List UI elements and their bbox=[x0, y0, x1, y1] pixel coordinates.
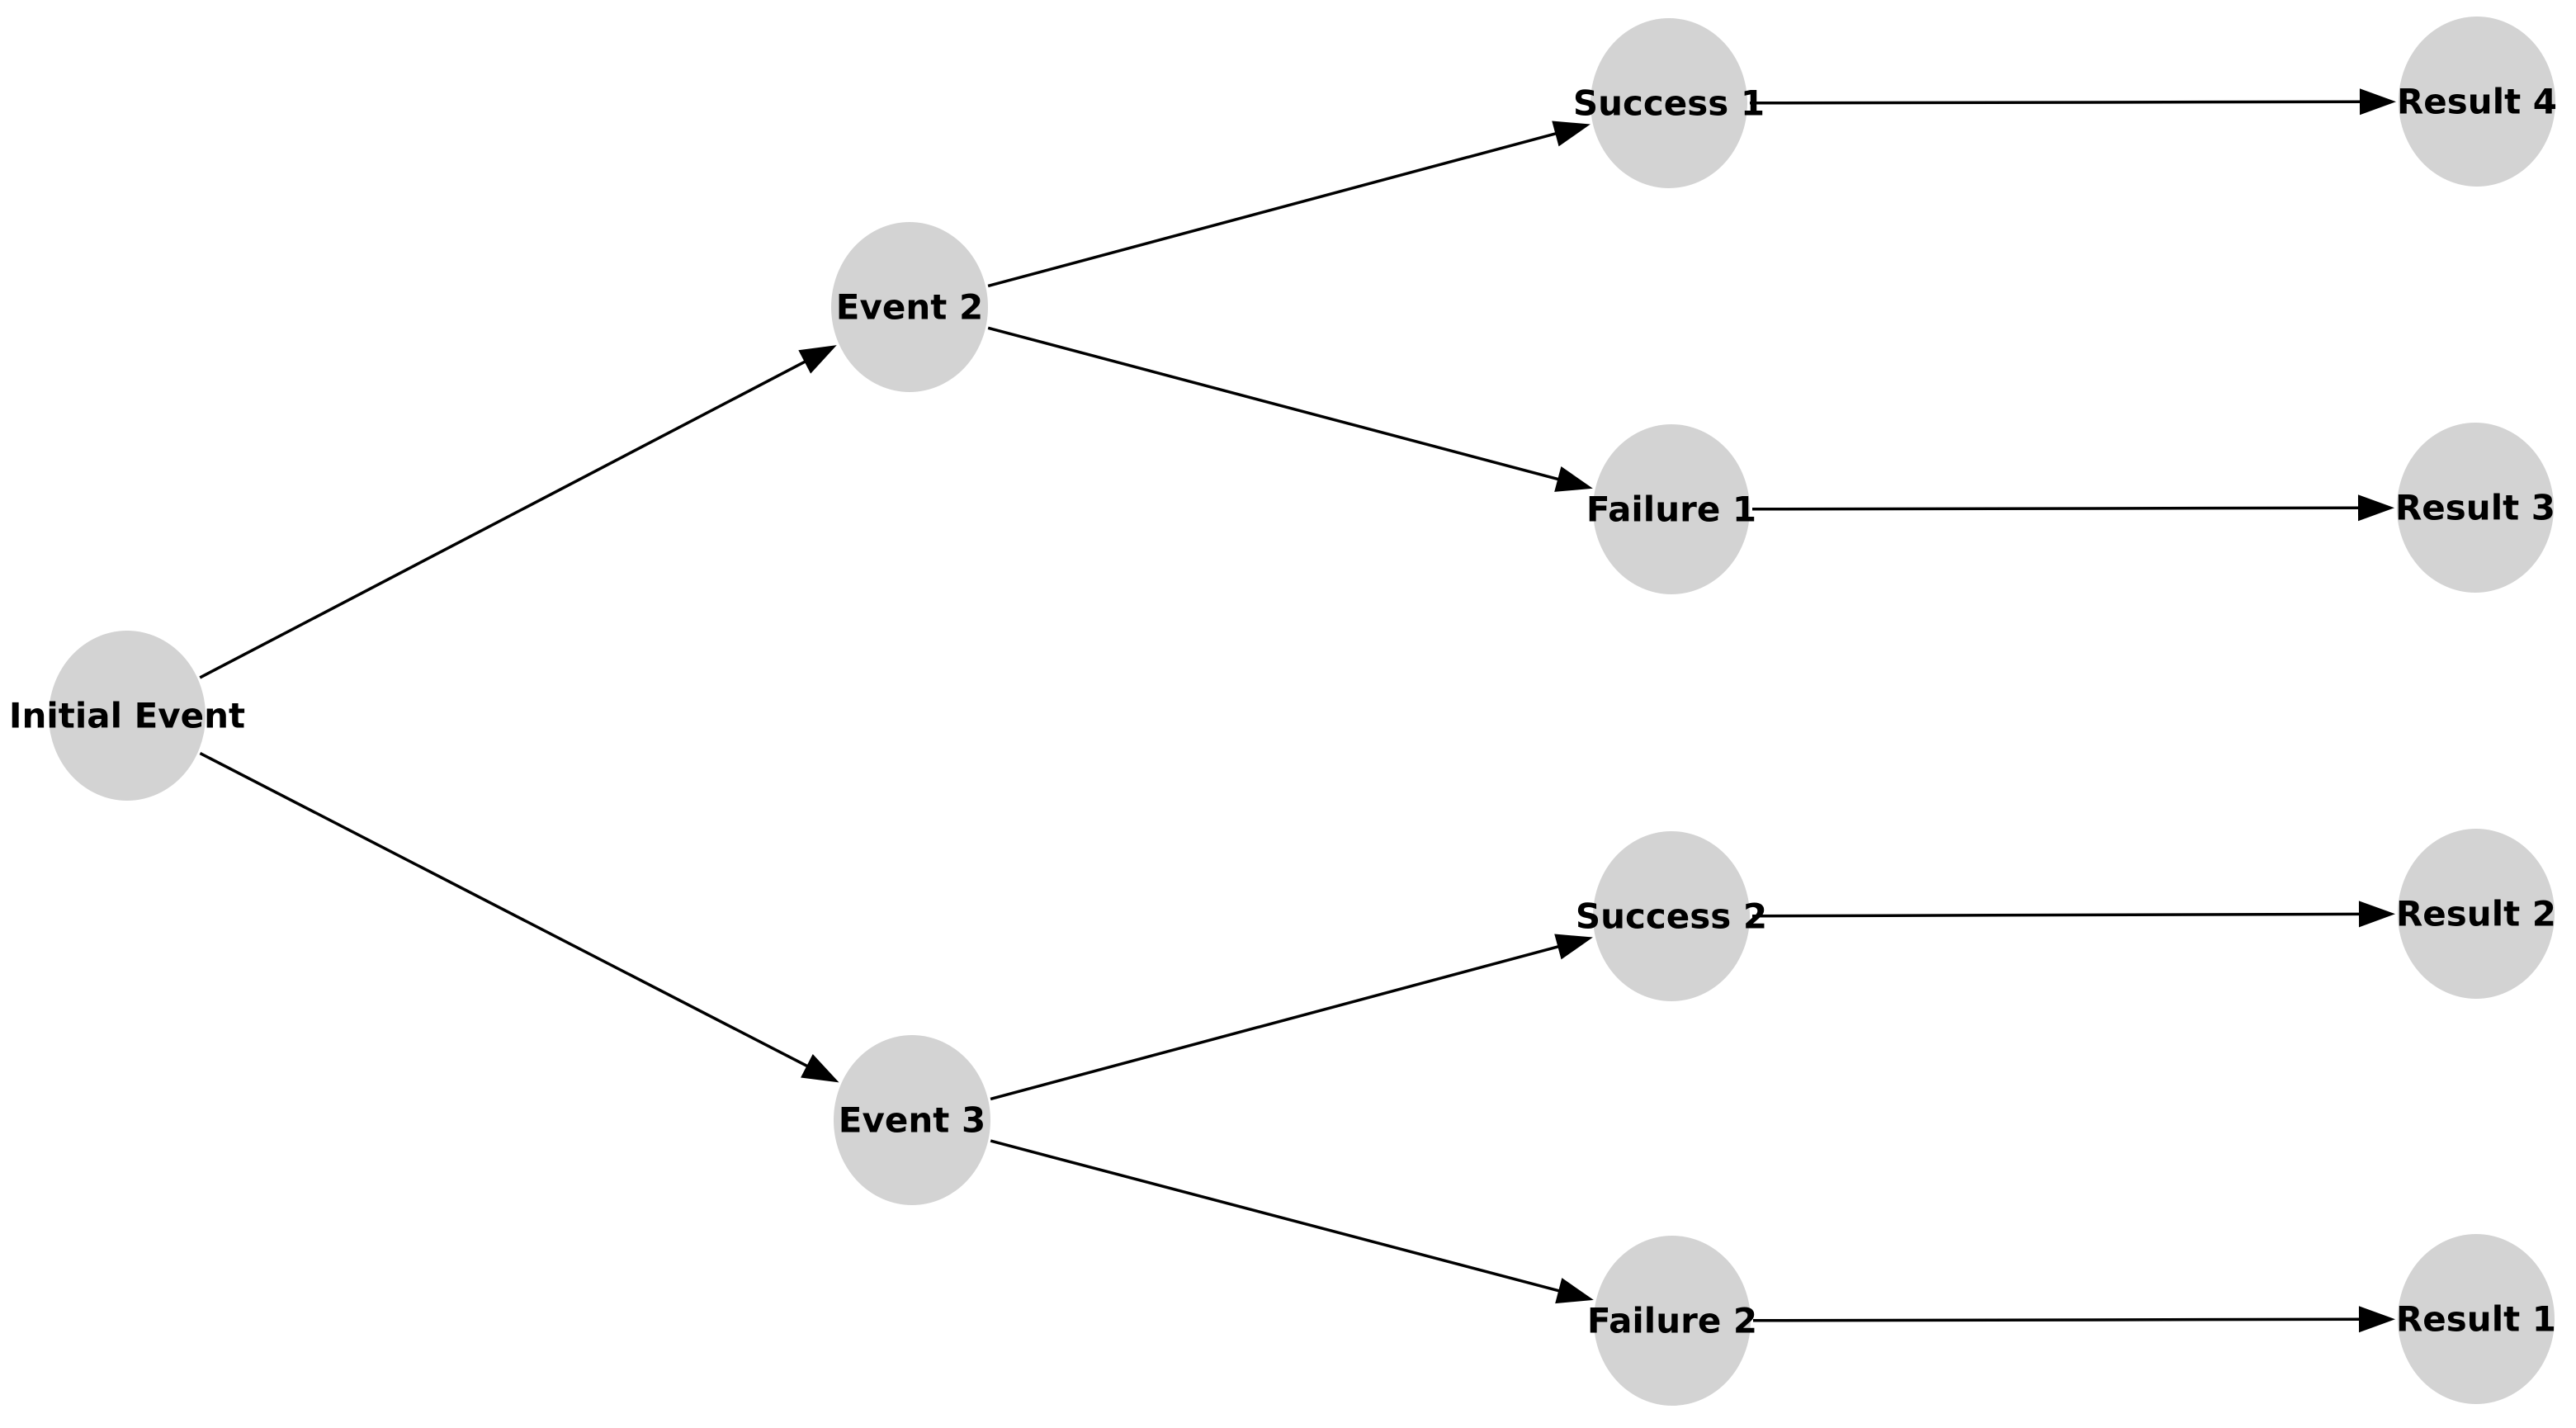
node-success-1 bbox=[1591, 18, 1747, 188]
node-label-result-2: Result 2 bbox=[2396, 894, 2556, 934]
node-label-event-2: Event 2 bbox=[836, 287, 983, 328]
arrowhead-event-3-to-failure-2 bbox=[1555, 1278, 1594, 1304]
edge-event-3-to-failure-2 bbox=[990, 1139, 1562, 1293]
arrowhead-initial-event-to-event-3 bbox=[801, 1054, 839, 1083]
node-success-2 bbox=[1593, 831, 1750, 1001]
node-event-2 bbox=[831, 222, 988, 392]
arrowhead-failure-1-to-result-3 bbox=[2357, 494, 2395, 522]
edge-event-3-to-success-2 bbox=[990, 944, 1562, 1101]
arrowhead-initial-event-to-event-2 bbox=[798, 345, 837, 374]
node-failure-1 bbox=[1593, 424, 1750, 594]
node-label-success-2: Success 2 bbox=[1576, 896, 1767, 937]
edge-success-2-to-result-2 bbox=[1751, 912, 2363, 918]
node-label-failure-1: Failure 1 bbox=[1586, 489, 1756, 530]
node-result-3 bbox=[2397, 423, 2554, 593]
arrowhead-success-2-to-result-2 bbox=[2358, 901, 2396, 928]
arrowhead-event-2-to-failure-1 bbox=[1554, 466, 1593, 492]
node-label-success-1: Success 1 bbox=[1573, 83, 1765, 124]
edge-event-2-to-success-1 bbox=[987, 131, 1559, 288]
edge-failure-2-to-result-1 bbox=[1752, 1317, 2363, 1322]
node-result-2 bbox=[2398, 829, 2555, 999]
edge-success-1-to-result-4 bbox=[1749, 100, 2364, 105]
arrowhead-event-3-to-success-2 bbox=[1554, 934, 1593, 960]
arrowhead-failure-2-to-result-1 bbox=[2358, 1306, 2396, 1333]
node-failure-2 bbox=[1594, 1236, 1751, 1406]
node-label-failure-2: Failure 2 bbox=[1587, 1301, 1757, 1341]
node-result-4 bbox=[2399, 17, 2555, 187]
arrowhead-event-2-to-success-1 bbox=[1552, 121, 1591, 147]
node-result-1 bbox=[2398, 1234, 2555, 1404]
arrowhead-success-1-to-result-4 bbox=[2359, 88, 2397, 116]
node-label-result-4: Result 4 bbox=[2397, 82, 2557, 122]
node-label-initial-event: Initial Event bbox=[9, 696, 245, 736]
edge-failure-1-to-result-3 bbox=[1751, 506, 2362, 511]
node-initial-event bbox=[49, 631, 206, 801]
node-label-event-3: Event 3 bbox=[839, 1100, 985, 1141]
edge-initial-event-to-event-2 bbox=[199, 359, 809, 679]
node-label-result-1: Result 1 bbox=[2396, 1299, 2556, 1340]
edge-event-2-to-failure-1 bbox=[987, 326, 1562, 482]
edge-initial-event-to-event-3 bbox=[199, 752, 811, 1069]
node-label-result-3: Result 3 bbox=[2395, 488, 2555, 528]
node-event-3 bbox=[834, 1035, 990, 1205]
